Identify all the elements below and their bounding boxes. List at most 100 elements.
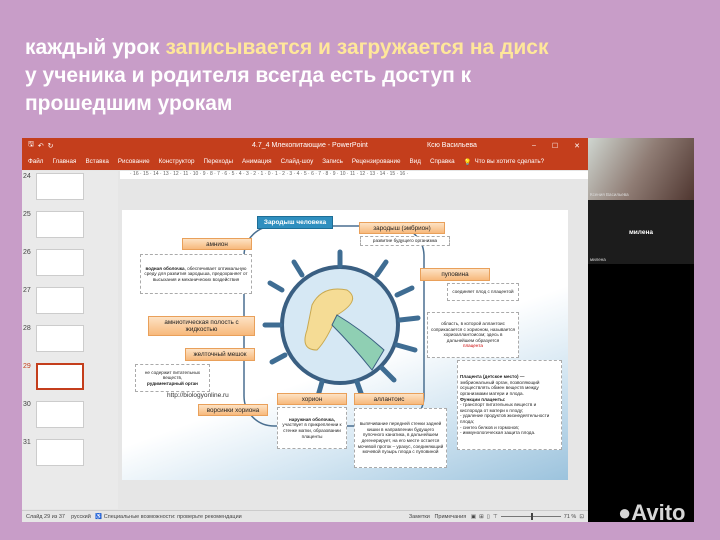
student-caption: милена <box>590 257 606 262</box>
tab-draw[interactable]: Рисование <box>117 158 150 165</box>
note-amnion-text: , обеспечивает оптимальную среду для раз… <box>144 265 248 282</box>
headline-line3: прошедшим урокам <box>25 92 233 115</box>
zoom-level[interactable]: 71 % <box>563 513 577 520</box>
student-name: милена <box>628 228 653 236</box>
slide-thumbnail[interactable] <box>36 173 84 200</box>
headline-text: каждый урок <box>25 36 166 59</box>
function-item: - транспорт питательных веществ и кислор… <box>460 402 537 413</box>
language[interactable]: русский <box>71 513 91 520</box>
undo-icon[interactable]: ↶ <box>37 142 44 150</box>
window-title: 4.7_4 Млекопитающие - PowerPoint <box>252 142 368 149</box>
slide-thumbnail[interactable] <box>36 249 84 276</box>
teacher-video: Ксения Васильева <box>588 138 694 200</box>
placenta-heading: Плацента (детское место) — <box>460 374 525 380</box>
tab-slideshow[interactable]: Слайд-шоу <box>280 158 314 165</box>
headline: каждый урок записывается и загружается н… <box>25 34 548 118</box>
ribbon-tabs: Файл Главная Вставка Рисование Конструкт… <box>22 153 588 170</box>
label-allantois: аллантоис <box>354 393 424 405</box>
tell-me-search[interactable]: Что вы хотите сделать? <box>474 158 545 165</box>
fit-slide-icon[interactable]: ⊡ <box>579 513 584 520</box>
label-amniotic-cavity: амниотическая полость с жидкостью <box>148 316 255 336</box>
note-chorion-bold: наружная оболочка, <box>289 416 335 422</box>
tab-file[interactable]: Файл <box>28 158 44 165</box>
minimize-button[interactable]: – <box>531 141 536 149</box>
embryo-diagram <box>243 225 425 427</box>
label-chorion-villi: ворсинки хориона <box>198 404 268 416</box>
status-bar: Слайд 29 из 37 русский ♿ Специальные воз… <box>22 510 588 522</box>
note-chorioallantois-text: область, в которой аллантоис соприкасает… <box>430 321 516 343</box>
headline-highlight: записывается и загружается на диск <box>165 36 549 59</box>
function-item: - удаление продуктов жизнедеятельности п… <box>460 413 550 424</box>
notes-button[interactable]: Заметки <box>408 513 430 520</box>
slide-thumbnail-selected[interactable] <box>36 363 84 390</box>
tab-insert[interactable]: Вставка <box>85 158 109 165</box>
thumb-number: 26 <box>23 249 31 256</box>
tab-record[interactable]: Запись <box>322 158 343 165</box>
note-chorioallantois: область, в которой аллантоис соприкасает… <box>427 312 519 358</box>
thumb-number: 25 <box>23 211 31 218</box>
watermark-text: Avito <box>631 500 686 525</box>
thumb-number: 28 <box>23 325 31 332</box>
note-umbilical-cord: соединяет плод с плацентой <box>447 283 519 301</box>
slide-thumbnail[interactable] <box>36 401 84 428</box>
functions-heading: Функции плаценты: <box>460 396 506 402</box>
note-yolk-text: не содержит питательных веществ, <box>144 369 201 381</box>
source-url: http://biologyonline.ru <box>167 392 229 399</box>
redo-icon[interactable]: ↻ <box>47 142 54 150</box>
tab-view[interactable]: Вид <box>409 158 421 165</box>
tab-help[interactable]: Справка <box>429 158 455 165</box>
note-allantois: выпячивание передней стенки задней кишки… <box>354 408 447 468</box>
save-icon[interactable]: 🖫 <box>28 141 34 148</box>
note-placenta-red: плацента <box>462 343 483 349</box>
accessibility-icon: ♿ <box>95 513 103 520</box>
slide-thumbnails: 24 25 26 27 28 29 30 31 <box>22 171 118 509</box>
tab-home[interactable]: Главная <box>52 158 77 165</box>
normal-view-icon[interactable]: ▣ <box>470 513 477 520</box>
label-umbilical-cord: пуповина <box>420 268 490 281</box>
note-chorion: наружная оболочка,участвует в прикреплен… <box>277 407 347 449</box>
accessibility-status[interactable]: Специальные возможности: проверьте реком… <box>103 513 242 520</box>
thumb-number: 30 <box>23 401 31 408</box>
tab-design[interactable]: Конструктор <box>158 158 195 165</box>
note-placenta: Плацента (детское место) — эмбриональный… <box>457 360 562 450</box>
lightbulb-icon: 💡 <box>463 158 472 166</box>
teacher-name: Ксения Васильева <box>590 192 629 197</box>
slide-counter: Слайд 29 из 37 <box>26 513 65 520</box>
comments-button[interactable]: Примечания <box>434 513 467 520</box>
slide-thumbnail[interactable] <box>36 325 84 352</box>
slide-thumbnail[interactable] <box>36 287 84 314</box>
reading-view-icon[interactable]: ▯ <box>486 513 490 520</box>
slide-thumbnail[interactable] <box>36 211 84 238</box>
function-item: - иммунологическая защита плода. <box>460 430 536 436</box>
close-button[interactable]: ✕ <box>574 142 580 150</box>
slide-canvas[interactable]: Зародыш человека зародыш (эмбрион) разви… <box>122 210 568 480</box>
sorter-view-icon[interactable]: ⊞ <box>479 513 484 520</box>
note-amnion-bold: водная оболочка <box>145 265 185 271</box>
note-chorion-text: участвует в прикреплении к стенке матки,… <box>282 422 342 439</box>
thumb-number: 31 <box>23 439 31 446</box>
zoom-slider[interactable] <box>500 513 561 520</box>
diagram-title: Зародыш человека <box>257 216 333 229</box>
thumb-number: 29 <box>23 363 31 370</box>
maximize-button[interactable]: ☐ <box>551 142 559 150</box>
slideshow-icon[interactable]: ⊤ <box>492 513 498 520</box>
ruler: · 16 · 15 · 14 · 13 · 12 · 11 · 10 · 9 ·… <box>120 171 588 179</box>
label-chorion: хорион <box>277 393 347 405</box>
headline-line2: у ученика и родителя всегда есть доступ … <box>25 64 472 87</box>
powerpoint-window: 🖫 ↶ ↻ 4.7_4 Млекопитающие - PowerPoint К… <box>22 138 588 522</box>
slide-thumbnail[interactable] <box>36 439 84 466</box>
thumb-number: 27 <box>23 287 31 294</box>
tab-animations[interactable]: Анимация <box>242 158 272 165</box>
zoom-slider-thumb[interactable] <box>530 513 533 520</box>
student-tile: милена милена <box>588 200 694 264</box>
note-embryo: развитие будущего организма <box>360 236 450 246</box>
user-name[interactable]: Ксю Васильева <box>427 142 477 149</box>
function-item: - синтез белков и гормонов; <box>460 424 520 430</box>
avito-watermark: ●Avito <box>618 500 686 525</box>
tab-review[interactable]: Рецензирование <box>351 158 401 165</box>
tab-transitions[interactable]: Переходы <box>203 158 234 165</box>
label-amnion: амнион <box>182 238 252 250</box>
placenta-text: эмбриональный орган, позволяющий осущест… <box>460 379 540 397</box>
thumb-number: 24 <box>23 173 31 180</box>
note-yolk-sac: не содержит питательных веществ,рудимент… <box>135 364 210 392</box>
